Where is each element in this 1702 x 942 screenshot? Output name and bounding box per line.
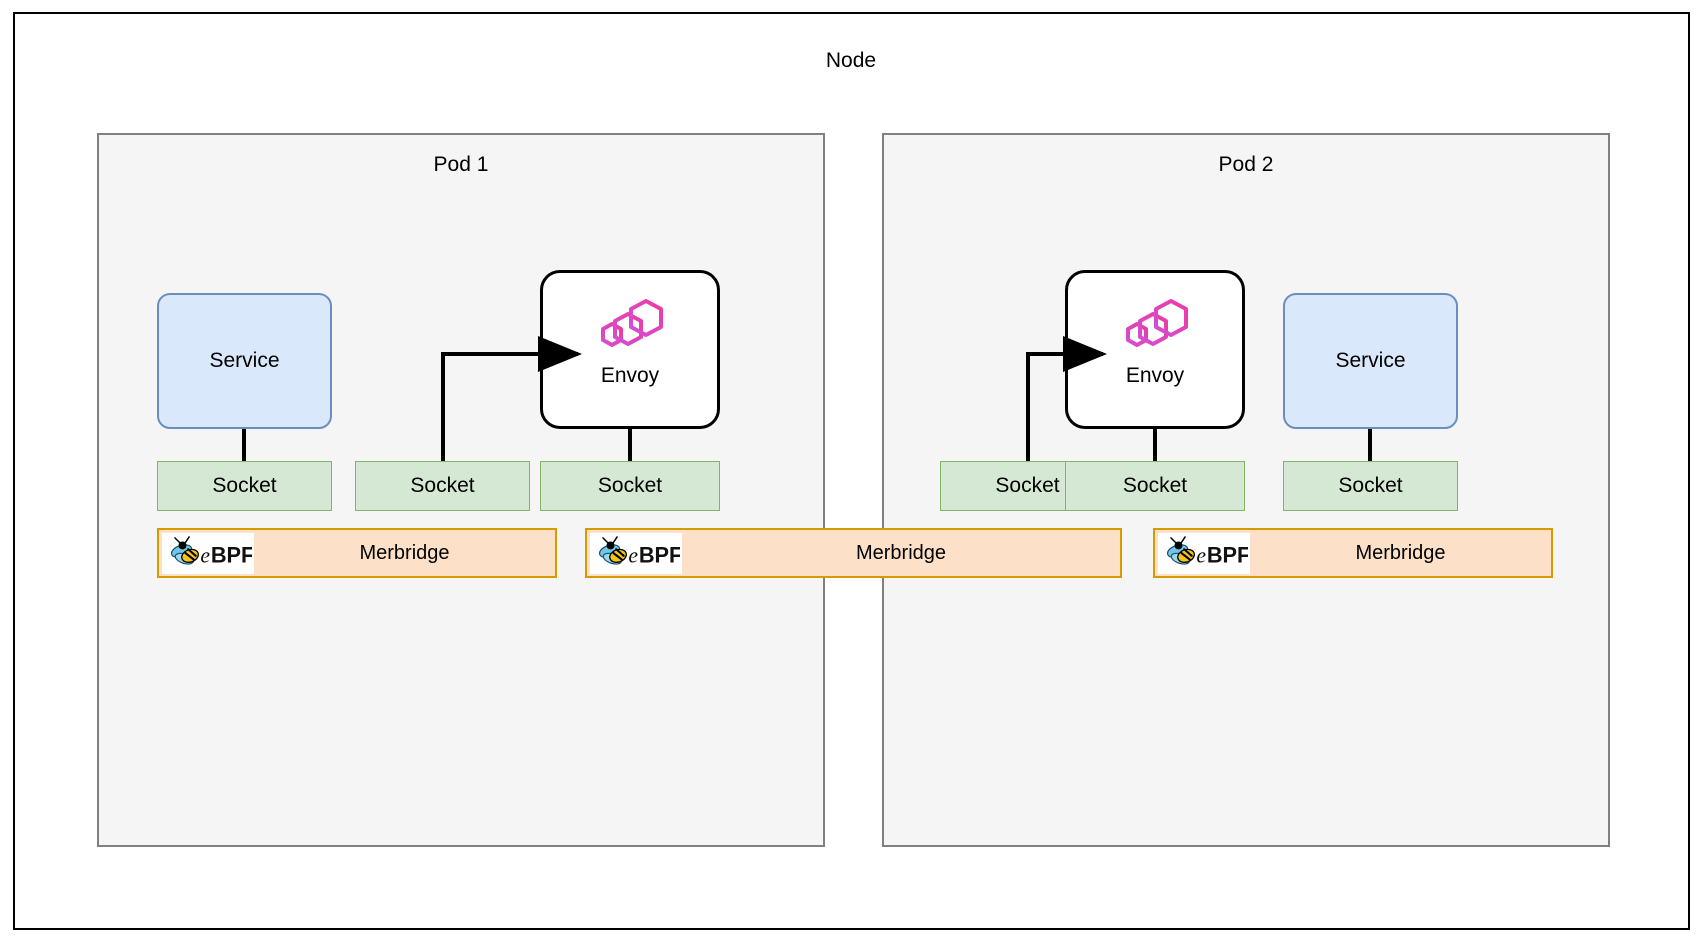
merbridge-label: Merbridge <box>1355 541 1446 564</box>
pod-2-title: Pod 2 <box>1218 153 1274 176</box>
svg-text:BPF: BPF <box>1207 542 1248 567</box>
node-title: Node <box>825 49 877 72</box>
socket-label: Socket <box>410 474 475 497</box>
socket-box-pod1-envoy[interactable]: Socket <box>540 461 720 511</box>
service-box-pod2[interactable]: Service <box>1283 293 1458 429</box>
socket-label: Socket <box>212 474 277 497</box>
connector-service-socket-pod1 <box>242 429 246 461</box>
envoy-hexagons-icon <box>593 295 667 357</box>
merbridge-label: Merbridge <box>359 541 450 564</box>
merbridge-bar-center[interactable]: e BPF Merbridge <box>585 528 1122 578</box>
envoy-hexagons-icon <box>1118 295 1192 357</box>
svg-text:BPF: BPF <box>639 542 680 567</box>
socket-box-pod1-service[interactable]: Socket <box>157 461 332 511</box>
envoy-box-pod1[interactable]: Envoy <box>540 270 720 429</box>
socket-box-pod2-service[interactable]: Socket <box>1283 461 1458 511</box>
svg-text:BPF: BPF <box>211 542 252 567</box>
merbridge-bar-pod2[interactable]: e BPF Merbridge <box>1153 528 1553 578</box>
ebpf-bee-icon: e BPF <box>162 532 254 574</box>
socket-label: Socket <box>1338 474 1403 497</box>
service-box-pod1[interactable]: Service <box>157 293 332 429</box>
merbridge-bar-pod1[interactable]: e BPF Merbridge <box>157 528 557 578</box>
svg-text:e: e <box>1196 543 1206 567</box>
socket-box-pod1-middle[interactable]: Socket <box>355 461 530 511</box>
merbridge-label: Merbridge <box>855 541 947 564</box>
socket-label: Socket <box>1122 474 1188 497</box>
envoy-box-pod2[interactable]: Envoy <box>1065 270 1245 429</box>
envoy-label: Envoy <box>600 364 660 387</box>
service-label: Service <box>1335 349 1406 372</box>
connector-envoy-socket-pod1 <box>628 429 632 461</box>
socket-box-pod2-envoy[interactable]: Socket <box>1065 461 1245 511</box>
svg-text:e: e <box>628 543 638 567</box>
ebpf-bee-icon: e BPF <box>1158 532 1250 574</box>
envoy-label: Envoy <box>1125 364 1185 387</box>
ebpf-bee-icon: e BPF <box>590 532 682 574</box>
connector-envoy-socket-pod2 <box>1153 429 1157 461</box>
service-label: Service <box>209 349 280 372</box>
socket-label: Socket <box>995 474 1060 497</box>
connector-service-socket-pod2 <box>1368 429 1372 461</box>
socket-label: Socket <box>597 474 663 497</box>
pod-1-title: Pod 1 <box>433 153 489 176</box>
svg-text:e: e <box>200 543 210 567</box>
